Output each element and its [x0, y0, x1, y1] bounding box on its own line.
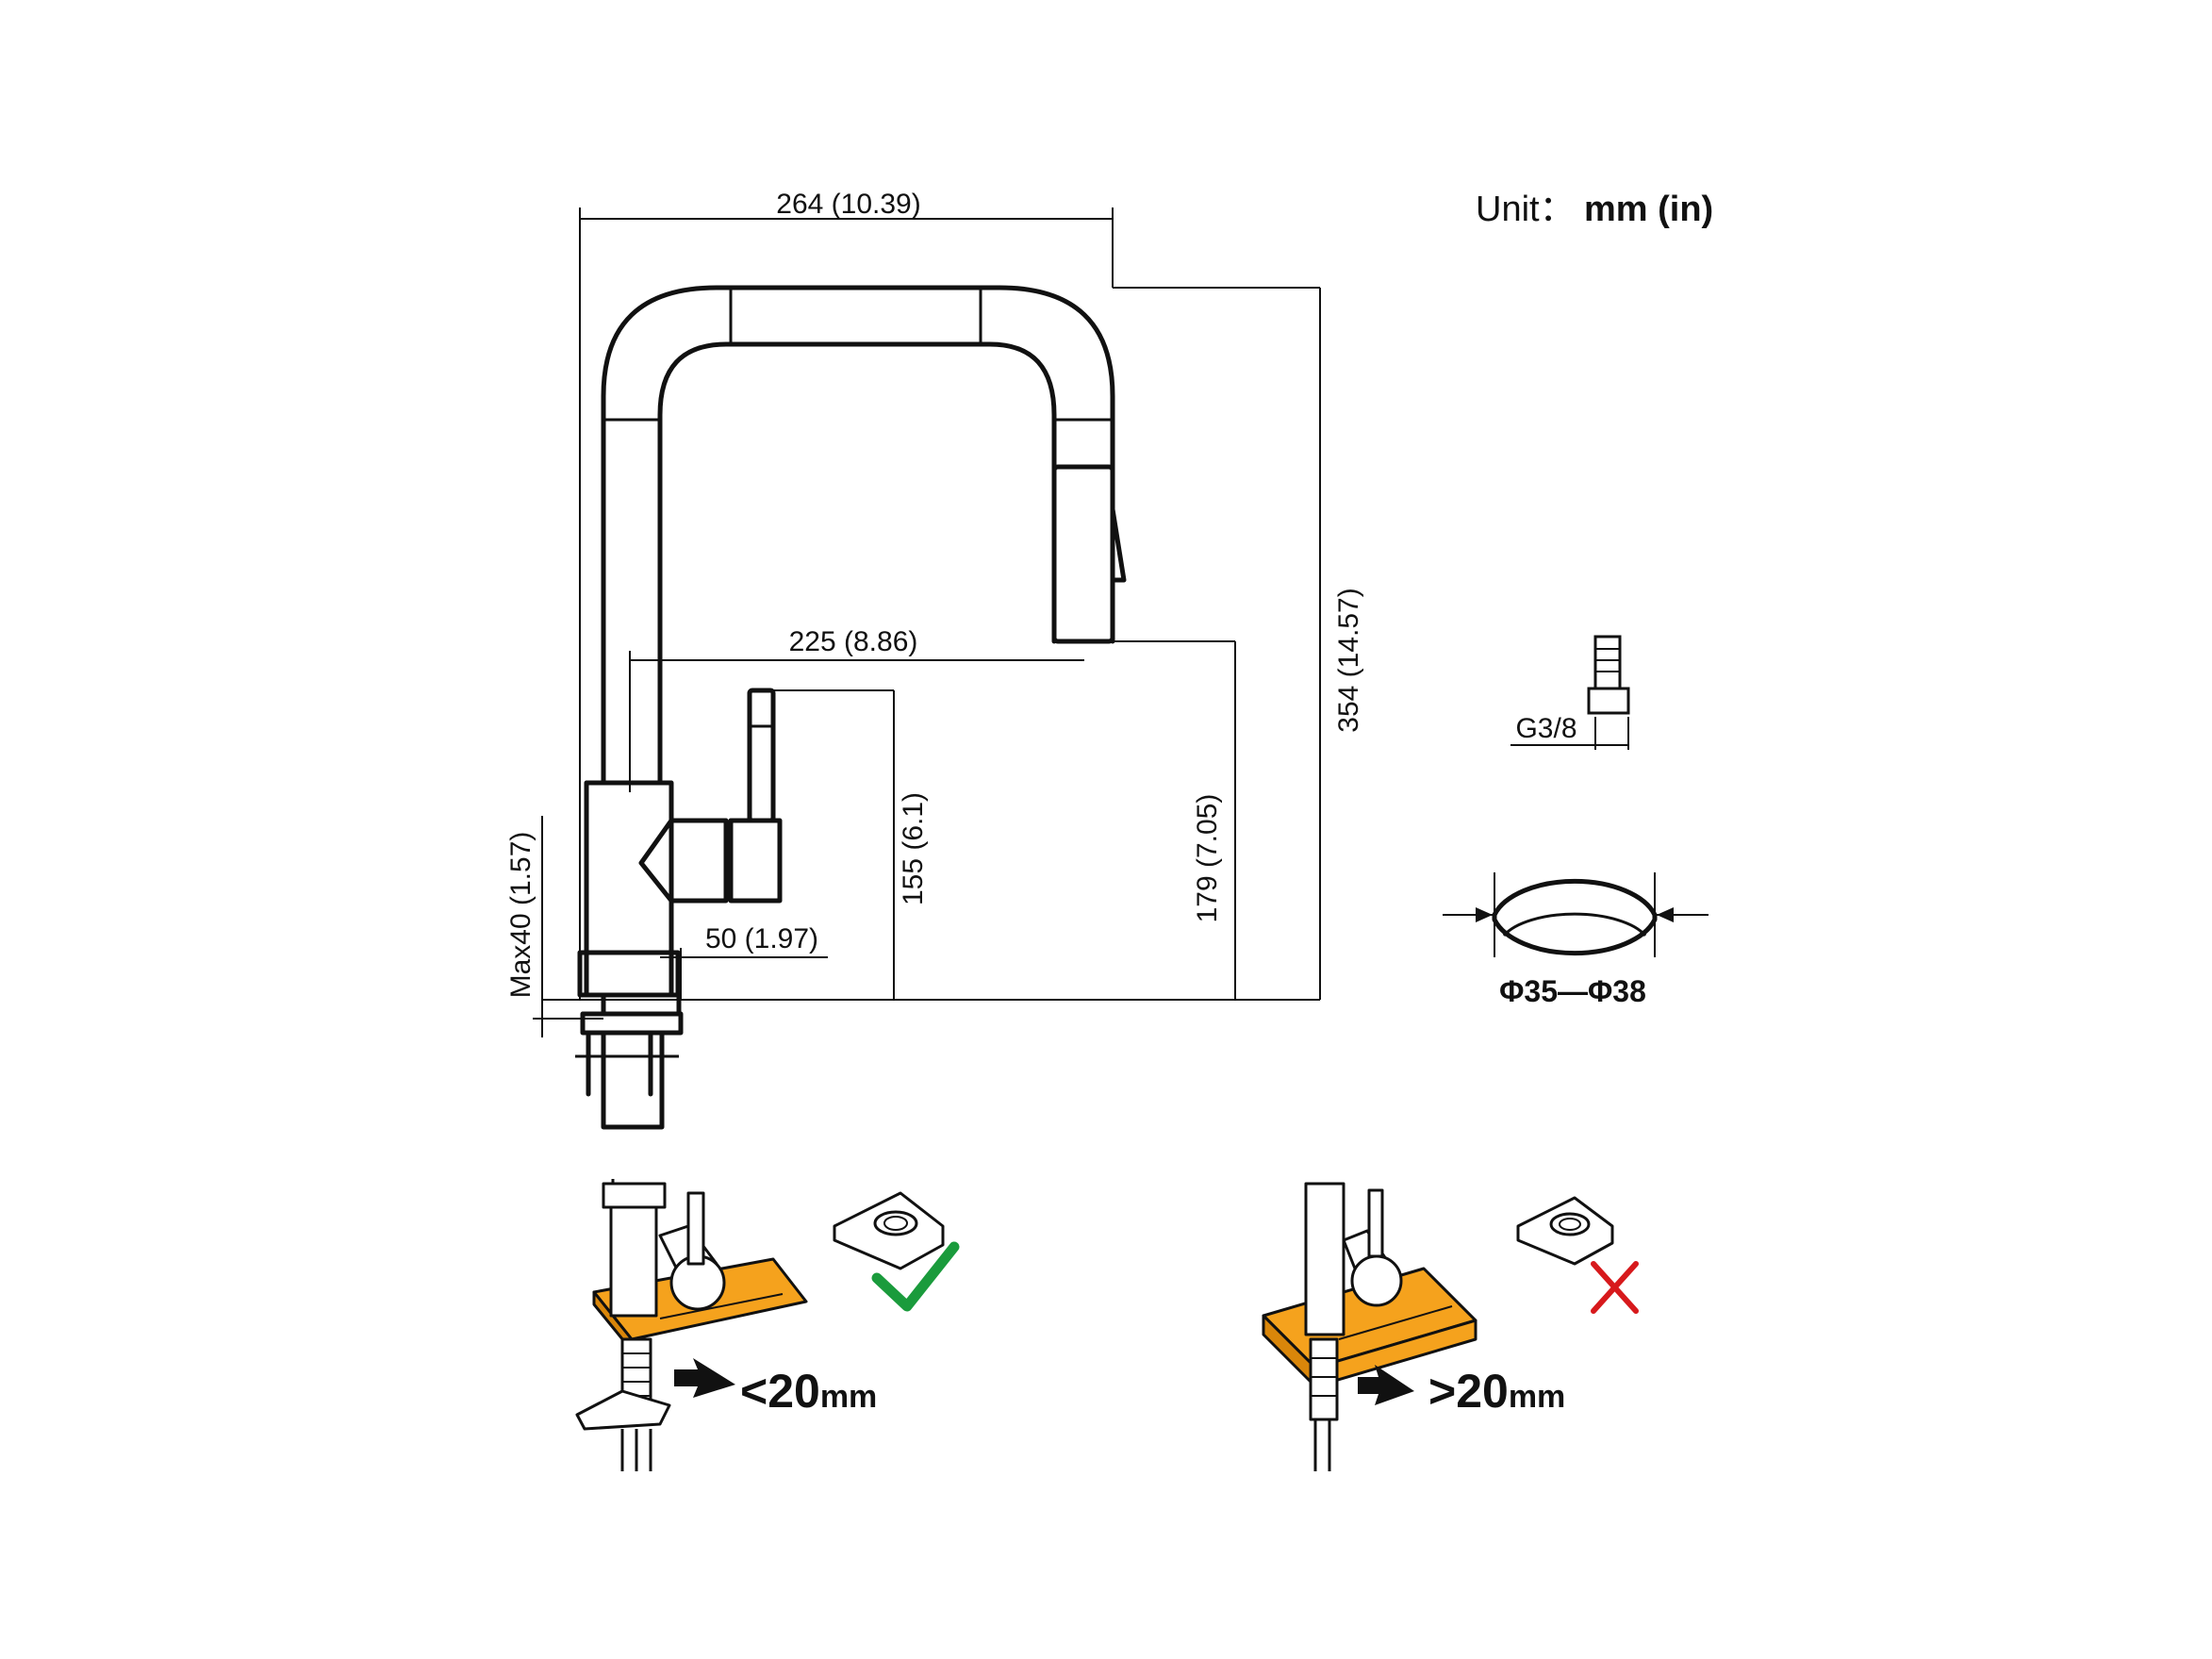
install-bad-label: >20mm — [1428, 1365, 1565, 1418]
install-bad-illustration — [1262, 1182, 1614, 1471]
dimension-labels: 264 (10.39) 225 (8.86) 354 (14.57) 179 (… — [505, 189, 1364, 998]
g38-connector-icon — [1510, 635, 1630, 750]
dim-base-diameter: 50 (1.97) — [705, 923, 818, 954]
dim-spout-height: 179 (7.05) — [1192, 794, 1223, 923]
hole-diameter-icon — [1443, 872, 1709, 957]
dim-spout-reach: 225 (8.86) — [789, 626, 918, 657]
hole-label: Φ35—Φ38 — [1499, 974, 1646, 1008]
dim-spout-reach-total: 264 (10.39) — [776, 189, 920, 220]
install-ok-label: <20mm — [740, 1365, 877, 1418]
dim-handle-height: 155 (6.1) — [898, 792, 929, 905]
dim-max-deck-thickness: Max40 (1.57) — [505, 832, 536, 999]
connector-label: G3/8 — [1515, 713, 1576, 744]
faucet-side-view — [575, 285, 1127, 1130]
cross-icon — [1591, 1261, 1639, 1314]
dim-total-height: 354 (14.57) — [1333, 588, 1364, 732]
install-ok-illustration — [575, 1179, 945, 1471]
unit-label: Unit： — [1476, 190, 1576, 229]
check-icon — [871, 1241, 960, 1312]
dimension-lines — [533, 207, 1321, 1037]
unit-value: mm (in) — [1584, 190, 1713, 229]
